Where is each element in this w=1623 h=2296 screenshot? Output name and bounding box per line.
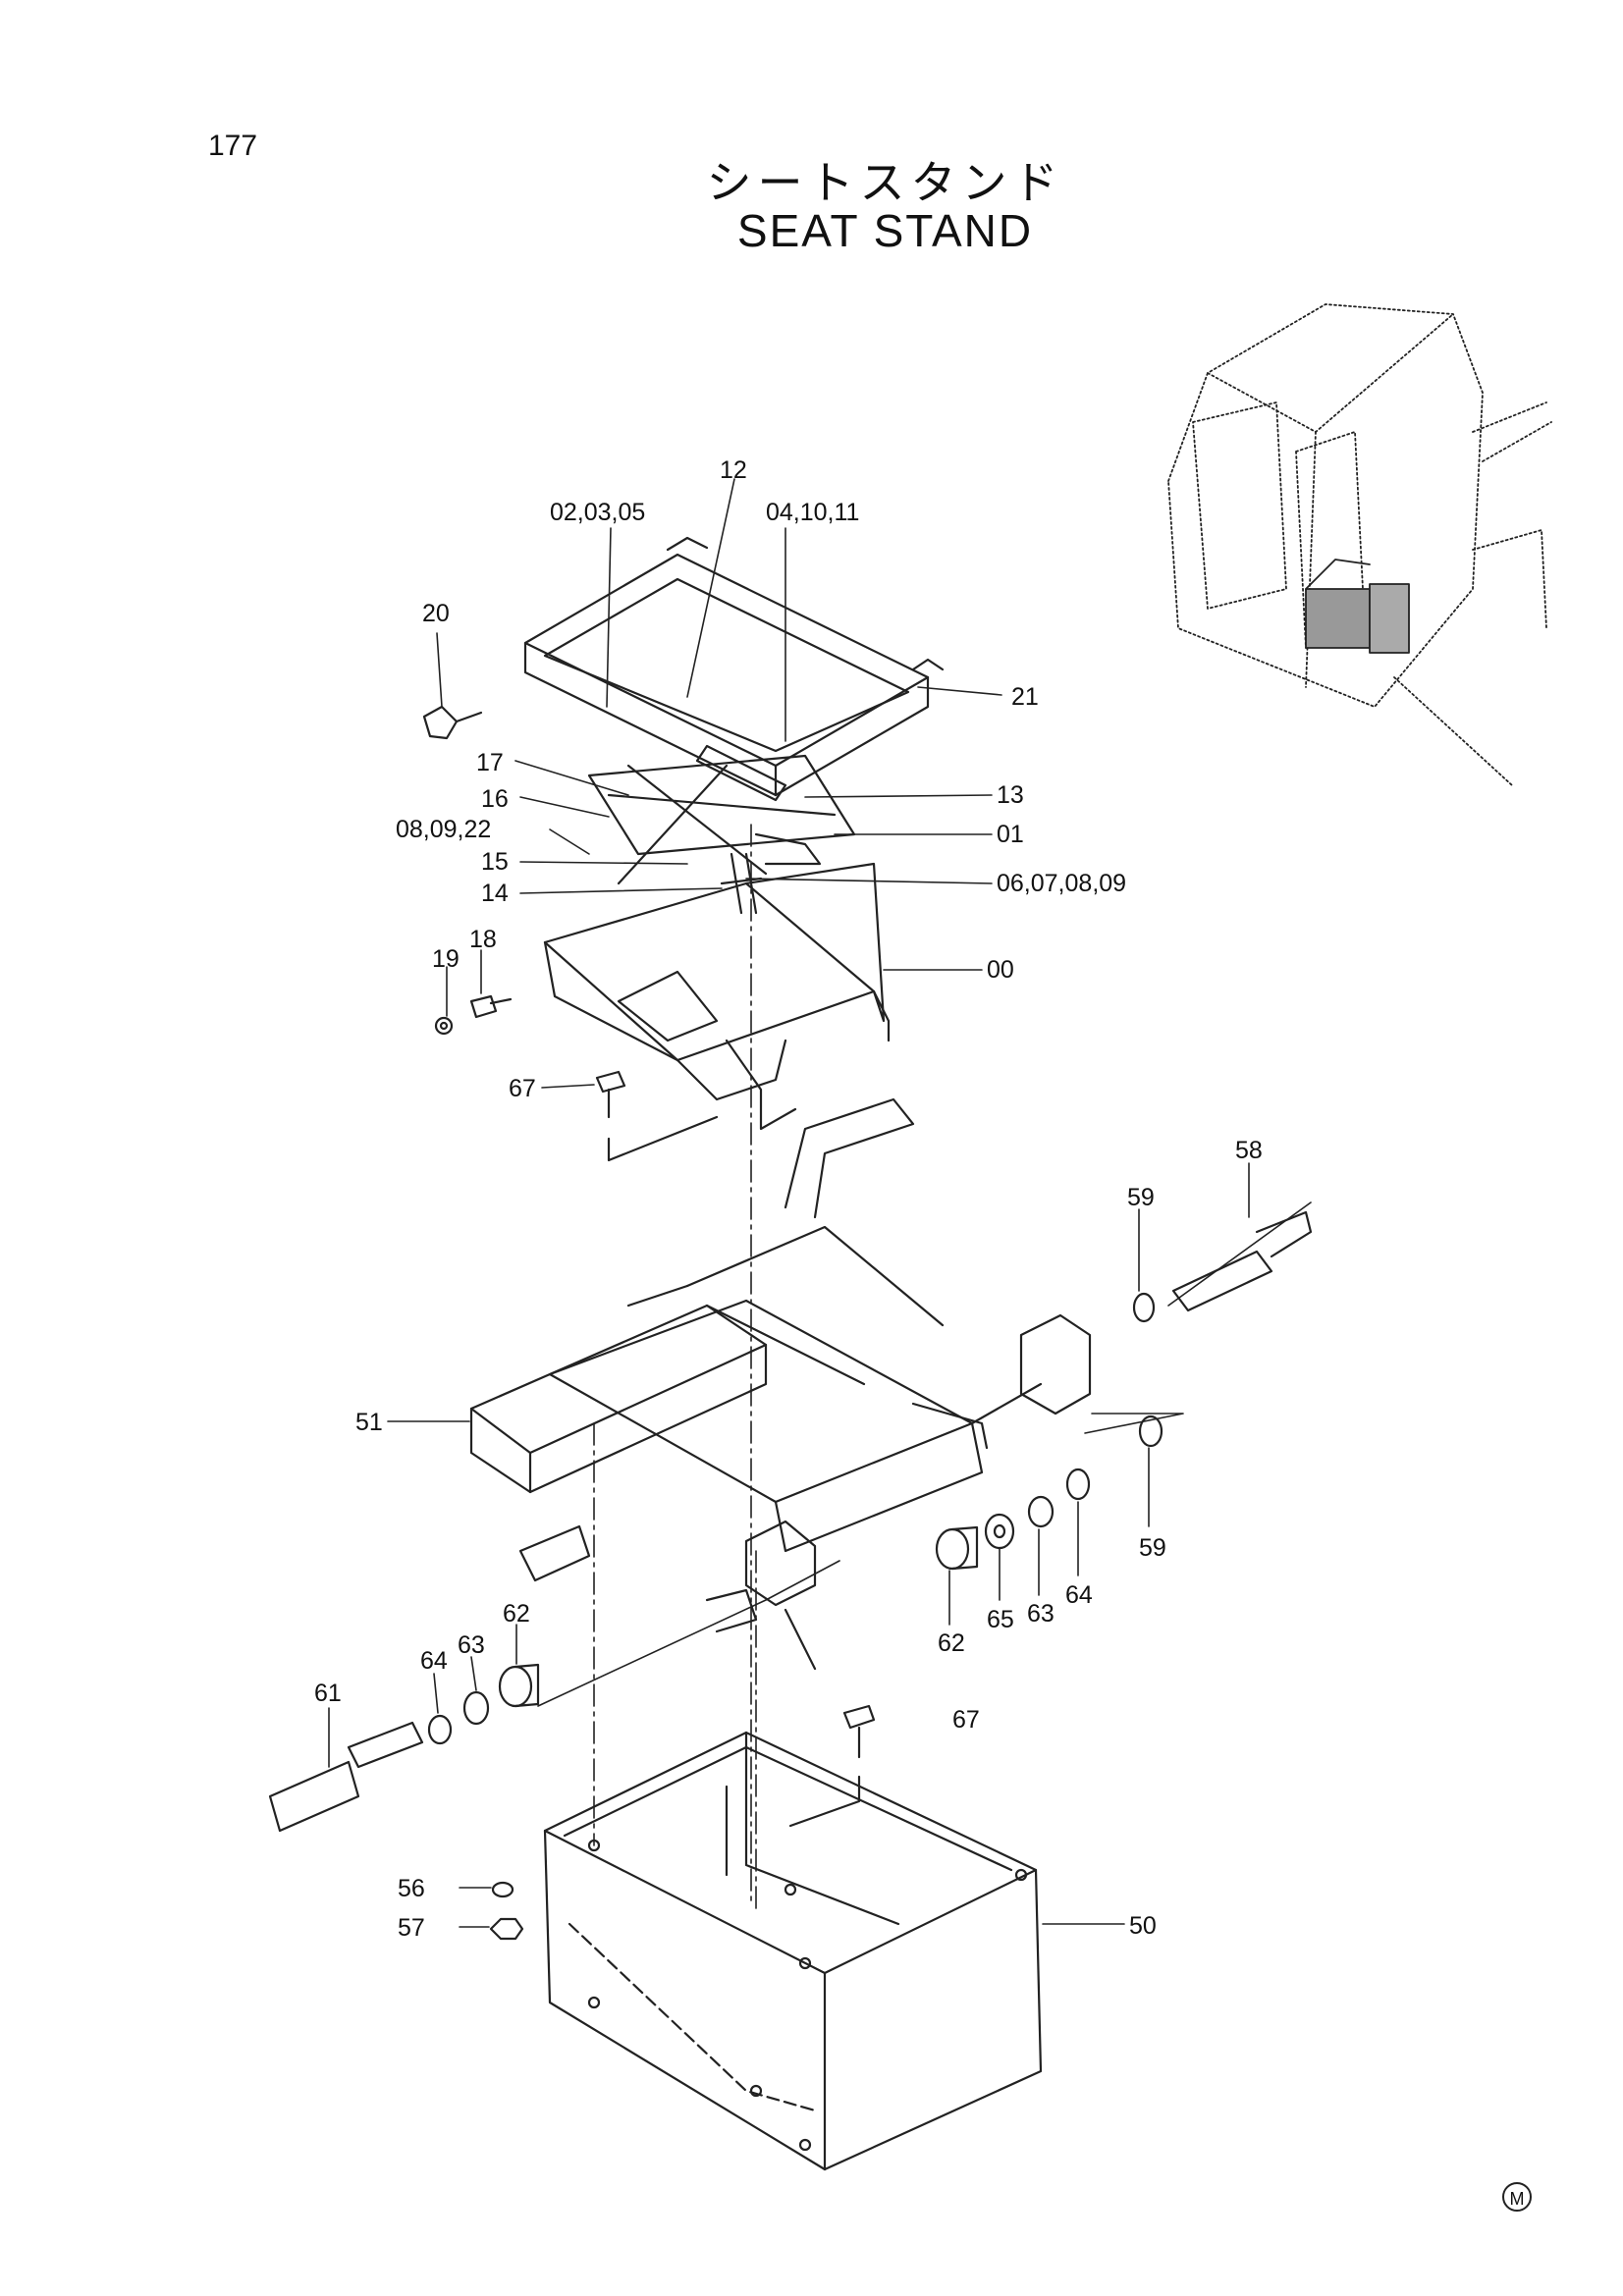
assembly-centerlines xyxy=(593,824,757,1915)
callout-59-top: 59 xyxy=(1127,1184,1155,1211)
ring-59-top xyxy=(1132,1292,1156,1323)
callout-06-07-08-09: 06,07,08,09 xyxy=(997,870,1126,897)
title-english: SEAT STAND xyxy=(736,205,1034,256)
inset-seat-highlight xyxy=(1305,559,1410,654)
callout-17: 17 xyxy=(476,749,504,776)
callout-59-bottom: 59 xyxy=(1139,1534,1166,1562)
callout-51: 51 xyxy=(355,1409,383,1436)
callout-12: 12 xyxy=(720,456,747,484)
page-number: 177 xyxy=(208,130,258,162)
washer-64-left xyxy=(427,1714,453,1745)
callout-61: 61 xyxy=(314,1680,342,1707)
callout-00: 00 xyxy=(987,956,1014,984)
slide-rail-frame xyxy=(469,1097,1092,1671)
nut-57 xyxy=(489,1917,524,1941)
callout-58: 58 xyxy=(1235,1137,1263,1164)
callout-20: 20 xyxy=(422,600,450,627)
callout-labels: 12 02,03,05 04,10,11 20 21 17 13 16 08,0… xyxy=(314,456,1263,1942)
callout-21: 21 xyxy=(1011,683,1039,711)
washer-56 xyxy=(491,1881,514,1898)
callout-15: 15 xyxy=(481,848,509,876)
callout-67-lower: 67 xyxy=(952,1706,980,1734)
bolt-18 xyxy=(469,994,513,1019)
bolt-67-lower xyxy=(788,1704,876,1828)
callout-02-03-05: 02,03,05 xyxy=(550,499,645,526)
cab-location-inset xyxy=(1167,303,1552,786)
callout-08-09-22: 08,09,22 xyxy=(396,816,491,843)
washer-65 xyxy=(984,1513,1015,1550)
bolt-67-upper xyxy=(595,1070,719,1162)
seat-base-pedestal xyxy=(543,862,891,1131)
bushing-62-right xyxy=(935,1525,979,1571)
clamp-63-left xyxy=(462,1690,490,1726)
callout-64-right: 64 xyxy=(1065,1581,1093,1609)
callout-65: 65 xyxy=(987,1606,1014,1633)
callout-14: 14 xyxy=(481,880,509,907)
seat-box-50 xyxy=(543,1731,1043,2171)
manufacturer-mark: M xyxy=(1502,2182,1532,2212)
seat-top-frame xyxy=(523,536,945,797)
bushing-62-left xyxy=(498,1663,540,1708)
callout-67-upper: 67 xyxy=(509,1075,536,1102)
leader-lines xyxy=(328,478,1312,1928)
title-japanese: シートスタンド xyxy=(706,156,1064,209)
pin-61 xyxy=(268,1721,424,1833)
knob-20 xyxy=(422,705,483,740)
callout-62-right: 62 xyxy=(938,1629,965,1657)
ring-59-bottom xyxy=(1138,1415,1163,1448)
callout-63-left: 63 xyxy=(458,1631,485,1659)
callout-56: 56 xyxy=(398,1875,425,1902)
callout-13: 13 xyxy=(997,781,1024,809)
callout-16: 16 xyxy=(481,785,509,813)
callout-19: 19 xyxy=(432,945,460,973)
callout-64-left: 64 xyxy=(420,1647,448,1675)
callout-62-left: 62 xyxy=(503,1600,530,1628)
clamp-64-right xyxy=(1065,1468,1091,1501)
pin-58 xyxy=(1171,1210,1313,1312)
callout-57: 57 xyxy=(398,1914,425,1942)
callout-01: 01 xyxy=(997,821,1024,848)
callout-63-right: 63 xyxy=(1027,1600,1055,1628)
callout-04-10-11: 04,10,11 xyxy=(766,499,859,526)
callout-18: 18 xyxy=(469,926,497,953)
callout-50: 50 xyxy=(1129,1912,1157,1940)
washer-63-right xyxy=(1027,1495,1055,1528)
nut-19 xyxy=(434,1016,454,1036)
